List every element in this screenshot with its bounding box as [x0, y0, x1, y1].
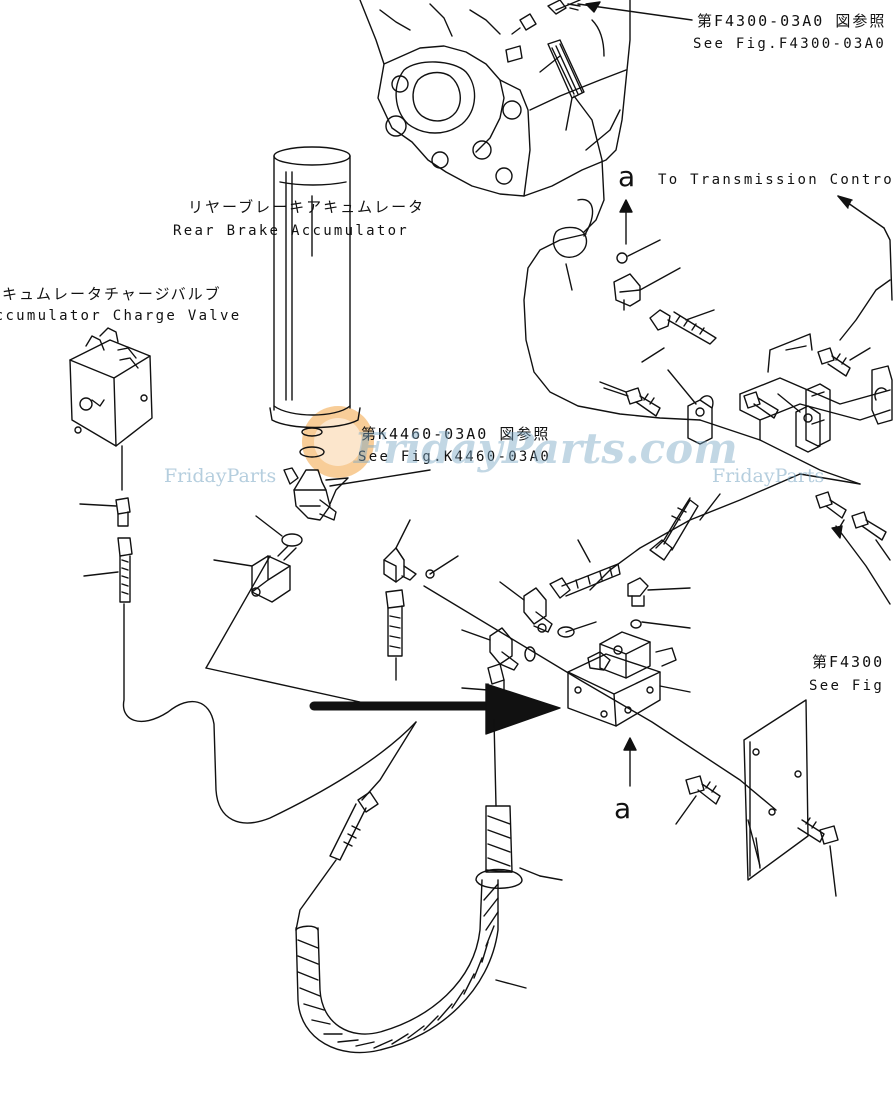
leader-line [495, 979, 527, 989]
rear-brake-accumulator [269, 146, 361, 429]
charge-valve-jp: アキュムレータチャージバルブ [0, 285, 222, 303]
elbow-fitting-upper [613, 239, 681, 311]
small-oring [630, 619, 691, 629]
watermark-left: FridayParts [164, 465, 277, 487]
elbow-fitting-center [499, 581, 597, 638]
ref-f4300-jp: 第F4300-03A0 図参照 [697, 12, 887, 30]
adapter-fitting-right [627, 577, 691, 607]
view-a-bottom-label: a [614, 792, 632, 825]
pointer-arrow[interactable] [309, 683, 561, 735]
accumulator-charge-valve [69, 327, 153, 527]
valve-fitting-left [213, 545, 297, 603]
leader-lines [603, 195, 885, 397]
ref-f4300b-en: See Fig [809, 678, 885, 694]
to-transmission-label: To Transmission Control [658, 172, 894, 188]
watermark-logo [302, 406, 374, 478]
hose-center [383, 519, 777, 811]
hose-fitting-center [549, 539, 621, 599]
watermark-brand: FridayParts.com [354, 424, 738, 473]
arrow-head-to-transmission [837, 195, 853, 209]
bolt-middle [599, 381, 661, 417]
pipe-clamp-right [777, 393, 821, 453]
elbow-fitting-left-block [461, 627, 536, 671]
hose-upper [539, 39, 605, 233]
hose-left [83, 537, 417, 824]
hose-lower [295, 719, 563, 1054]
accumulator-fitting [283, 427, 431, 521]
arrow-head-top [585, 1, 601, 13]
ref-k4460-en: See Fig.K4460-03A0 [358, 449, 552, 465]
view-arrow-bottom [623, 737, 637, 787]
watermark-right: FridayParts [712, 465, 825, 487]
pipe-clamp-left [667, 369, 714, 445]
accumulator-jp: リヤーブレーキアキュムレータ [188, 198, 426, 216]
bolt-plate-left [675, 775, 721, 825]
valve-block [567, 631, 691, 727]
loop-line [523, 198, 701, 421]
bolt-plate-right [797, 817, 839, 897]
ref-f4300b-jp: 第F4300 [812, 653, 885, 671]
bracket-plate [743, 699, 809, 881]
mounting-rail [699, 227, 893, 485]
charge-valve-en: Accumulator Charge Valve [0, 308, 242, 324]
pipe-to-valve [589, 473, 861, 591]
o-ring [255, 515, 303, 547]
ref-f4300-en: See Fig.F4300-03A0 [693, 36, 887, 52]
transmission-housing [359, 0, 631, 197]
bolt-rail-left [743, 391, 779, 419]
bolt-lower-right [815, 491, 891, 605]
view-a-top-label: a [618, 160, 636, 193]
ref-k4460-jp: 第K4460-03A0 図参照 [361, 425, 551, 443]
bolt-upper-right [817, 347, 871, 377]
hose-fitting-right [649, 309, 717, 345]
arrow-head-lower-right [831, 525, 843, 539]
accumulator-en: Rear Brake Accumulator [173, 223, 410, 239]
view-arrow-top [619, 199, 633, 245]
